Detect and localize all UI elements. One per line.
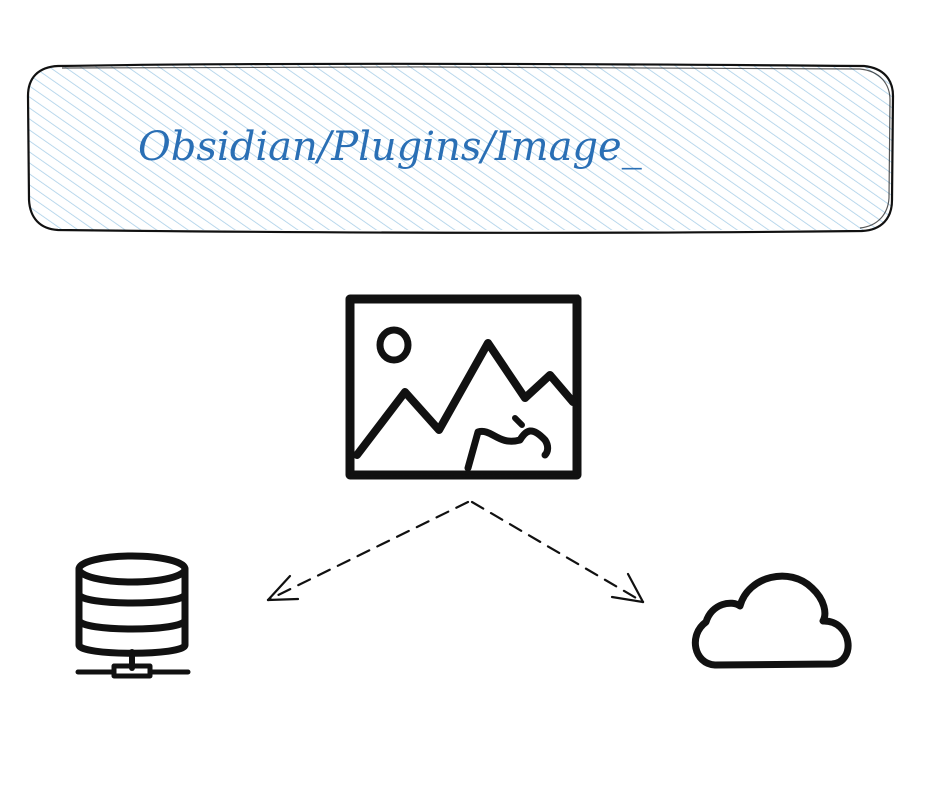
image-icon (345, 294, 582, 480)
title-banner: Obsidian/Plugins/Image_ (26, 62, 895, 234)
server-database-icon (75, 552, 191, 679)
cloud-icon (691, 572, 852, 669)
arrow-to-server (266, 500, 470, 602)
arrow-to-cloud (470, 500, 645, 604)
banner-title: Obsidian/Plugins/Image_ (138, 124, 642, 170)
